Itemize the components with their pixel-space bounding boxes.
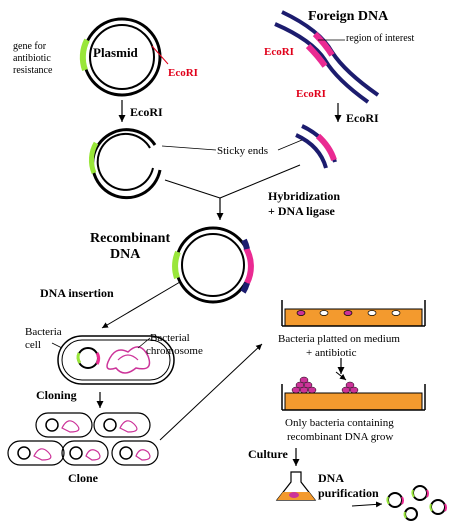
colony-pile-2 — [341, 381, 359, 394]
bacteria-cell-label-2: cell — [25, 339, 41, 351]
purified-plasmids — [386, 485, 447, 521]
plasmid-label: Plasmid — [93, 45, 139, 60]
dna-insertion-label: DNA insertion — [40, 286, 114, 300]
region-of-interest-label: region of interest — [346, 33, 415, 44]
ecori-plasmid-label: EcoRI — [168, 67, 198, 79]
plate-2-label-2: recombinant DNA grow — [287, 431, 393, 443]
foreign-dna-title: Foreign DNA — [308, 9, 389, 24]
gene-label-1: gene for — [13, 41, 47, 52]
purification-label-2: purification — [318, 486, 379, 500]
gene-label-3: resistance — [13, 65, 53, 76]
ecori-arrow-left-label: EcoRI — [130, 105, 163, 119]
gene-label-2: antibiotic — [13, 53, 51, 64]
plate-1-label-1: Bacteria platted on medium — [278, 333, 400, 345]
ecori-foreign-left-label: EcoRI — [264, 46, 294, 58]
bacterial-chromosome-label-1: Bacterial — [150, 332, 190, 344]
plate-2 — [281, 371, 426, 411]
cut-plasmid — [88, 128, 162, 200]
purification-label-1: DNA — [318, 471, 344, 485]
clone-label: Clone — [68, 471, 99, 485]
sticky-ends-label: Sticky ends — [217, 145, 268, 157]
recombinant-label-1: Recombinant — [90, 231, 170, 246]
sticky-pointer-left — [161, 145, 217, 151]
sticky-pointer-right — [277, 139, 303, 151]
ecori-arrow-right-label: EcoRI — [346, 111, 379, 125]
culture-label: Culture — [248, 447, 288, 461]
cloning-label: Cloning — [36, 388, 77, 402]
bacteria-cell — [57, 335, 175, 385]
clone-to-plate-arrow — [159, 343, 263, 441]
converge-left — [164, 179, 221, 199]
plate-1 — [281, 300, 426, 327]
plate-1-label-2: + antibiotic — [306, 347, 357, 359]
foreign-fragment — [295, 124, 337, 169]
recombinant-label-2: DNA — [110, 247, 141, 262]
bacteria-cell-label-1: Bacteria — [25, 326, 62, 338]
purification-arrow — [351, 501, 383, 508]
converge-right — [219, 164, 301, 199]
ecori-plasmid-pointer — [151, 45, 169, 65]
bacterial-chromosome-label-2: chromosome — [146, 345, 203, 357]
insertion-arrow — [101, 281, 181, 329]
bacteria-pointer — [51, 342, 63, 349]
flask-icon — [275, 471, 317, 501]
foreign-dna-strand — [274, 10, 380, 104]
hybridization-label: Hybridization — [268, 189, 340, 203]
dna-ligase-label: + DNA ligase — [268, 204, 336, 218]
plate-2-label-1: Only bacteria containing — [285, 417, 394, 429]
recombinant-plasmid — [172, 226, 254, 304]
plasmid-ring — [79, 17, 162, 97]
clone-cells — [7, 412, 159, 466]
chromosome-pointer — [137, 337, 151, 349]
ecori-foreign-right-label: EcoRI — [296, 88, 326, 100]
colony-pile-1 — [291, 376, 317, 394]
